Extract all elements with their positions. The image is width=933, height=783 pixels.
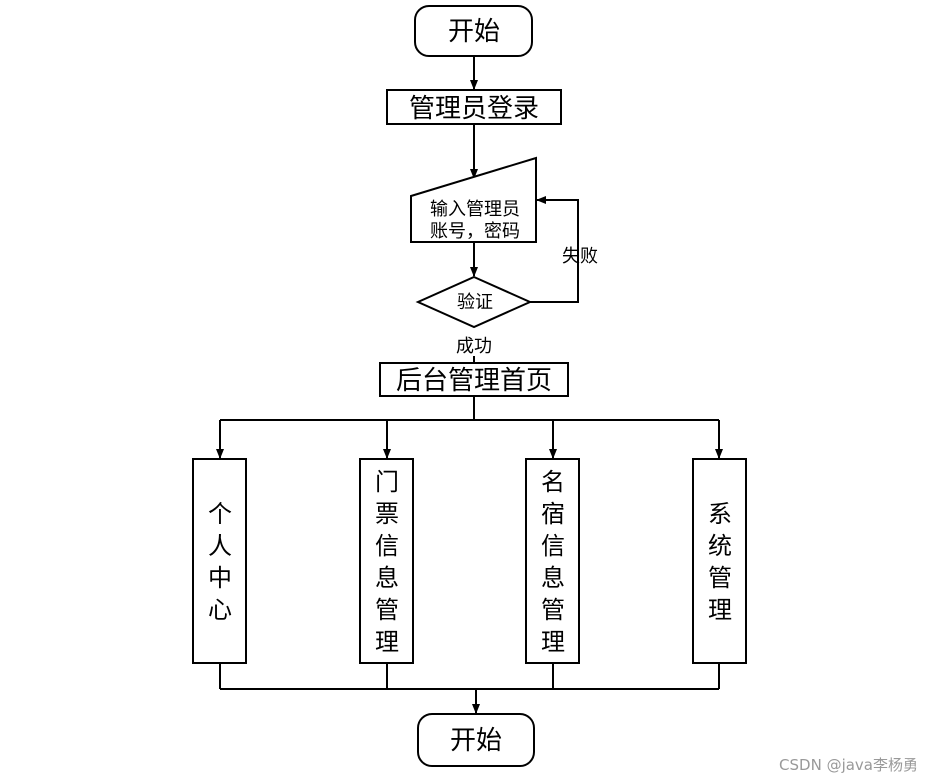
module-4-char: 系: [708, 500, 732, 528]
module-1-char: 人: [208, 532, 232, 560]
module-2-char: 理: [375, 628, 399, 656]
module-1-char: 中: [208, 564, 232, 592]
module-box-2: [359, 458, 414, 664]
home-label: 后台管理首页: [396, 366, 552, 396]
module-1-char: 心: [208, 596, 232, 624]
input-line-2: 账号，密码: [430, 221, 520, 242]
module-2-char: 门: [375, 468, 399, 496]
module-2-char: 息: [375, 564, 399, 592]
verify-label: 验证: [457, 292, 493, 313]
watermark: CSDN @java李杨勇: [779, 756, 918, 774]
input-credentials-shape: [410, 156, 537, 243]
module-2-char: 管: [375, 596, 399, 624]
module-2-char: 票: [375, 500, 399, 528]
module-3-char: 信: [541, 532, 565, 560]
module-3-char: 名: [541, 468, 565, 496]
module-3-char: 息: [541, 564, 565, 592]
success-label: 成功: [456, 336, 492, 357]
module-2-char: 信: [375, 532, 399, 560]
fail-label: 失败: [562, 246, 598, 267]
module-box-1: [192, 458, 247, 664]
module-3-char: 理: [541, 628, 565, 656]
module-1-char: 个: [208, 500, 232, 528]
verify-decision: [415, 275, 533, 329]
module-4-char: 管: [708, 564, 732, 592]
login-label: 管理员登录: [409, 94, 539, 124]
end-terminator: [417, 713, 535, 767]
module-box-3: [525, 458, 580, 664]
end-label: 开始: [450, 726, 502, 756]
start-label: 开始: [448, 17, 500, 47]
module-box-4: [692, 458, 747, 664]
fail-loop-line: [530, 196, 579, 303]
login-box: [386, 89, 562, 125]
input-line-1: 输入管理员: [430, 199, 520, 220]
module-4-char: 统: [708, 532, 732, 560]
module-3-char: 宿: [541, 500, 565, 528]
module-4-char: 理: [708, 596, 732, 624]
module-3-char: 管: [541, 596, 565, 624]
